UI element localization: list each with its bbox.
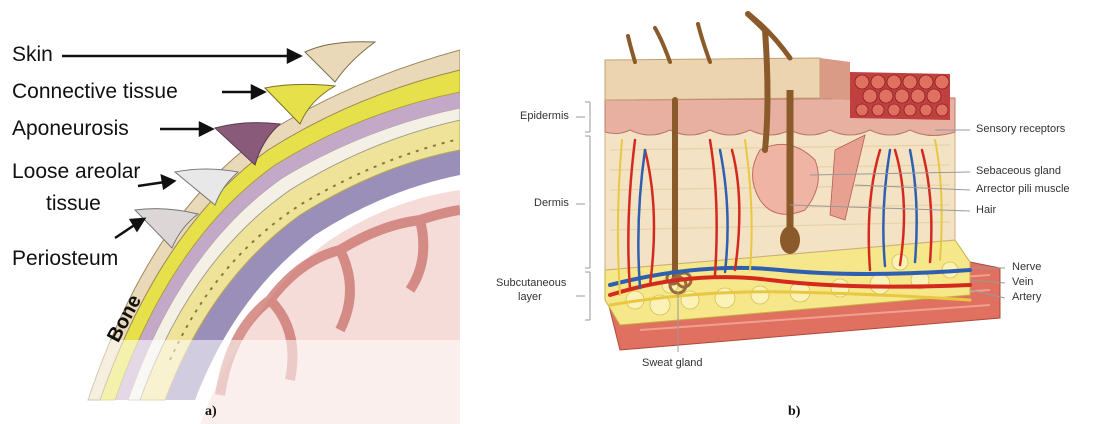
label-connective-tissue: Connective tissue <box>12 81 178 102</box>
label-sensory-receptors: Sensory receptors <box>976 124 1065 135</box>
skin-flap <box>305 42 375 82</box>
left-brackets <box>576 102 590 320</box>
label-nerve: Nerve <box>1012 262 1041 273</box>
label-loose-areolar-line1: Loose areolar <box>12 161 140 182</box>
caption-b: b) <box>788 404 800 420</box>
skin-section-illustration <box>470 0 1095 424</box>
label-vein: Vein <box>1012 277 1033 288</box>
panel-skin-cross-section: Epidermis Dermis Subcutaneous layer Swea… <box>470 0 1095 424</box>
periosteum-arrow <box>115 224 136 238</box>
label-artery: Artery <box>1012 292 1041 303</box>
label-skin: Skin <box>12 44 53 65</box>
panel-scalp-layers: Skin Connective tissue Aponeurosis Loose… <box>0 0 460 424</box>
caption-a: a) <box>205 404 217 420</box>
label-arrector-pili: Arrector pili muscle <box>976 184 1070 195</box>
label-periosteum: Periosteum <box>12 248 118 269</box>
label-subcutaneous-line2: layer <box>518 292 542 303</box>
label-dermis: Dermis <box>534 198 569 209</box>
label-loose-areolar-line2: tissue <box>46 193 101 214</box>
sebaceous-gland <box>753 144 819 214</box>
label-epidermis: Epidermis <box>520 111 569 122</box>
label-subcutaneous-line1: Subcutaneous <box>496 278 566 289</box>
loose-areolar-arrow <box>138 182 165 186</box>
label-aponeurosis: Aponeurosis <box>12 118 129 139</box>
label-sweat-gland: Sweat gland <box>642 358 703 369</box>
hair-follicle-bulb <box>780 226 800 254</box>
label-hair: Hair <box>976 205 996 216</box>
label-sebaceous-gland: Sebaceous gland <box>976 166 1061 177</box>
